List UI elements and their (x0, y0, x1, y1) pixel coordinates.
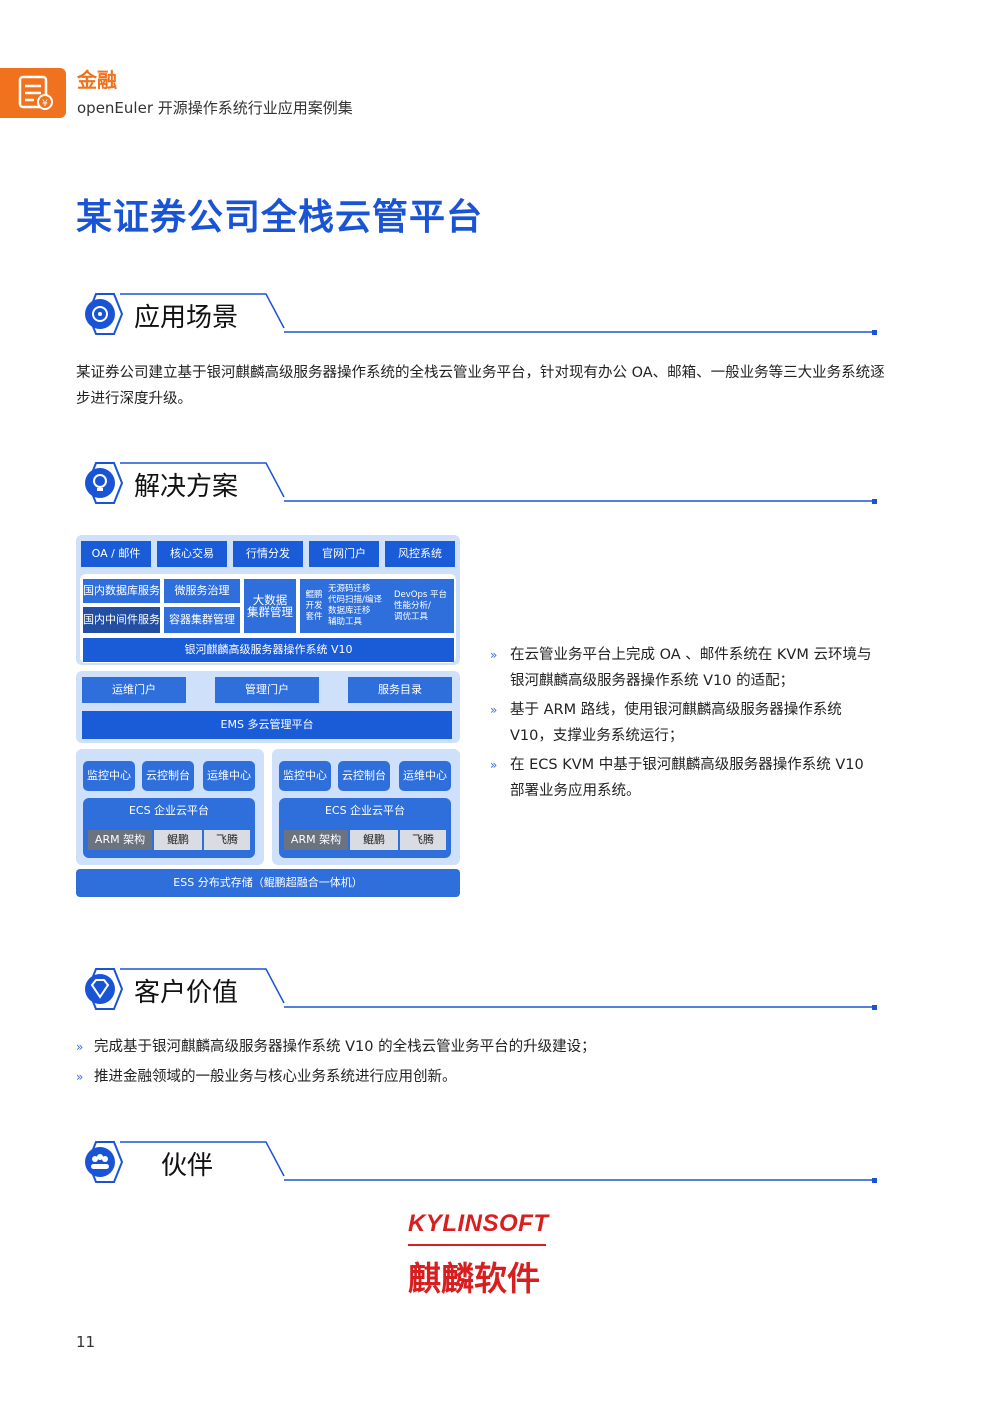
cluster-center: 监控中心 (279, 761, 331, 791)
section-title: 应用场景 (134, 303, 239, 333)
app-box: 官网门户 (309, 541, 379, 567)
lightbulb-icon (80, 463, 120, 503)
logo-text-en: KYLINSOFT (408, 1210, 549, 1237)
list-item: » 推进金融领域的一般业务与核心业务系统进行应用创新。 (76, 1064, 886, 1090)
solution-bullets: » 在云管业务平台上完成 OA 、邮件系统在 KVM 云环境与银河麒麟高级服务器… (490, 642, 882, 804)
section-title: 客户价值 (134, 978, 239, 1008)
list-item: » 完成基于银河麒麟高级服务器操作系统 V10 的全栈云管业务平台的升级建设； (76, 1034, 886, 1060)
list-item: » 基于 ARM 路线，使用银河麒麟高级服务器操作系统 V10，支撑业务系统运行… (490, 697, 882, 749)
ems-bar: EMS 多云管理平台 (82, 711, 452, 739)
kunpeng-suite-label: 鲲鹏 开发 套件 (305, 589, 323, 622)
app-box: 行情分发 (233, 541, 303, 567)
hw-box: ARM 架构 (284, 830, 348, 850)
hw-box: 飞腾 (400, 830, 446, 850)
cluster-center: 监控中心 (83, 761, 135, 791)
page-title: 某证券公司全栈云管平台 (76, 197, 484, 238)
category-title: 金融 (77, 68, 117, 92)
section-heading-value: 客户价值 (76, 967, 880, 1011)
bullet-arrow-icon: » (76, 1040, 84, 1054)
service-box: 国内数据库服务 (83, 579, 160, 603)
diamond-icon (80, 969, 120, 1009)
os-bar: 银河麒麟高级服务器操作系统 V10 (83, 638, 454, 662)
migration-tools-label: 无源码迁移 代码扫描/编译 数据库迁移 辅助工具 (328, 584, 382, 627)
svg-text:¥: ¥ (42, 99, 48, 109)
bullet-arrow-icon: » (490, 703, 498, 717)
hw-box: 鲲鹏 (350, 830, 398, 850)
list-item: » 在 ECS KVM 中基于银河麒麟高级服务器操作系统 V10 部署业务应用系… (490, 752, 882, 804)
ecs-label: ECS 企业云平台 (324, 804, 406, 817)
section-title: 解决方案 (134, 472, 239, 502)
logo-text-cn: 麒麟软件 (408, 1259, 540, 1298)
portal-box: 管理门户 (215, 677, 319, 703)
page-number: 11 (76, 1333, 96, 1351)
hw-box: 飞腾 (204, 830, 250, 850)
bullet-arrow-icon: » (76, 1070, 84, 1084)
portal-box: 服务目录 (348, 677, 452, 703)
bullet-arrow-icon: » (490, 648, 498, 662)
app-box: OA / 邮件 (81, 541, 151, 567)
cluster-center: 运维中心 (399, 761, 451, 791)
bigdata-box: 大数据 集群管理 (244, 579, 296, 633)
section-heading-partner: 伙伴 (76, 1140, 880, 1184)
cluster-center: 云控制台 (338, 761, 390, 791)
service-box: 国内中间件服务 (83, 607, 160, 633)
section-title: 伙伴 (161, 1151, 214, 1181)
collection-subtitle: openEuler 开源操作系统行业应用案例集 (77, 99, 353, 117)
bullet-arrow-icon: » (490, 758, 498, 772)
value-bullets: » 完成基于银河麒麟高级服务器操作系统 V10 的全栈云管业务平台的升级建设； … (76, 1034, 886, 1090)
architecture-diagram: OA / 邮件 核心交易 行情分发 官网门户 风控系统 国内数据库服务 国内中间… (76, 535, 460, 897)
service-box: 容器集群管理 (164, 607, 240, 633)
section-heading-scenario: 应用场景 (76, 292, 880, 336)
portal-box: 运维门户 (82, 677, 186, 703)
ecs-label: ECS 企业云平台 (128, 804, 210, 817)
hw-box: ARM 架构 (88, 830, 152, 850)
list-item: » 在云管业务平台上完成 OA 、邮件系统在 KVM 云环境与银河麒麟高级服务器… (490, 642, 882, 694)
ess-bar: ESS 分布式存储（鲲鹏超融合一体机） (76, 869, 460, 897)
hw-box: 鲲鹏 (154, 830, 202, 850)
app-box: 核心交易 (157, 541, 227, 567)
scenario-text: 某证券公司建立基于银河麒麟高级服务器操作系统的全栈云管业务平台，针对现有办公 O… (76, 365, 885, 407)
devops-tools-label: DevOps 平台 性能分析/ 调优工具 (394, 589, 448, 622)
app-box: 风控系统 (385, 541, 455, 567)
people-icon (80, 1142, 120, 1182)
cluster-center: 运维中心 (203, 761, 255, 791)
scenario-icon (80, 294, 120, 334)
cluster-center: 云控制台 (142, 761, 194, 791)
service-box: 微服务治理 (164, 579, 240, 603)
finance-category-icon: ¥ (0, 68, 66, 118)
section-heading-solution: 解决方案 (76, 461, 880, 505)
kylinsoft-logo: KYLINSOFT 麒麟软件 (408, 1210, 548, 1298)
